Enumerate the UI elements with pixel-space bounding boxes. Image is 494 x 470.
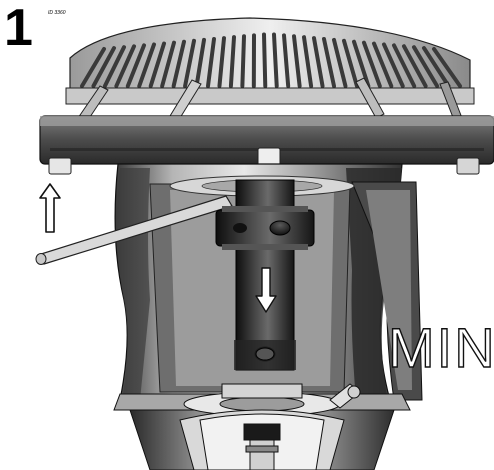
- main-shaft: [215, 179, 315, 371]
- mantle-rib: [262, 32, 268, 88]
- mantle-rib: [382, 42, 405, 88]
- mantle-rib: [412, 45, 440, 88]
- mantle-rib: [292, 34, 302, 88]
- mantle-rib: [362, 40, 382, 88]
- up-arrow-icon: [39, 183, 61, 233]
- mantle-rib: [102, 45, 126, 88]
- mantle-rib: [137, 42, 156, 88]
- flange-bolts: [48, 147, 480, 175]
- support-arms: [77, 77, 463, 121]
- mantle-rib: [125, 43, 146, 88]
- mantle-rib: [402, 44, 428, 88]
- mantle-rib: [332, 37, 348, 88]
- mantle-rib: [240, 34, 246, 88]
- mantle-rib: [432, 47, 462, 88]
- step-number: 1: [4, 0, 33, 57]
- mantle-rib: [322, 37, 336, 88]
- mantle-rib: [312, 36, 325, 88]
- mantle-rib: [422, 46, 451, 88]
- mantle-rib: [194, 37, 206, 88]
- mantle-rib: [206, 37, 216, 88]
- mantle-rib: [160, 40, 176, 88]
- down-arrow-icon: [255, 267, 277, 313]
- mantle-rib: [282, 33, 291, 88]
- mantle-rib: [217, 36, 226, 88]
- mantle-rib: [91, 46, 116, 88]
- lower-hub: [113, 383, 411, 470]
- document-id: ID 3360: [48, 10, 66, 16]
- ribbed-mantle: [65, 17, 475, 105]
- mantle-rib: [392, 43, 417, 88]
- mantle-rib: [171, 39, 186, 88]
- mantle-rib: [352, 39, 371, 88]
- min-level-label: MIN: [387, 316, 494, 379]
- mantle-rib: [372, 41, 394, 88]
- mantle-rib: [342, 38, 359, 88]
- mantle-rib: [148, 41, 166, 88]
- mantle-rib: [272, 32, 279, 88]
- mantle-rib: [183, 38, 196, 88]
- mantle-rib: [302, 35, 314, 88]
- mantle-rib: [80, 47, 106, 88]
- mantle-rib: [228, 35, 236, 88]
- mantle-rib: [114, 44, 136, 88]
